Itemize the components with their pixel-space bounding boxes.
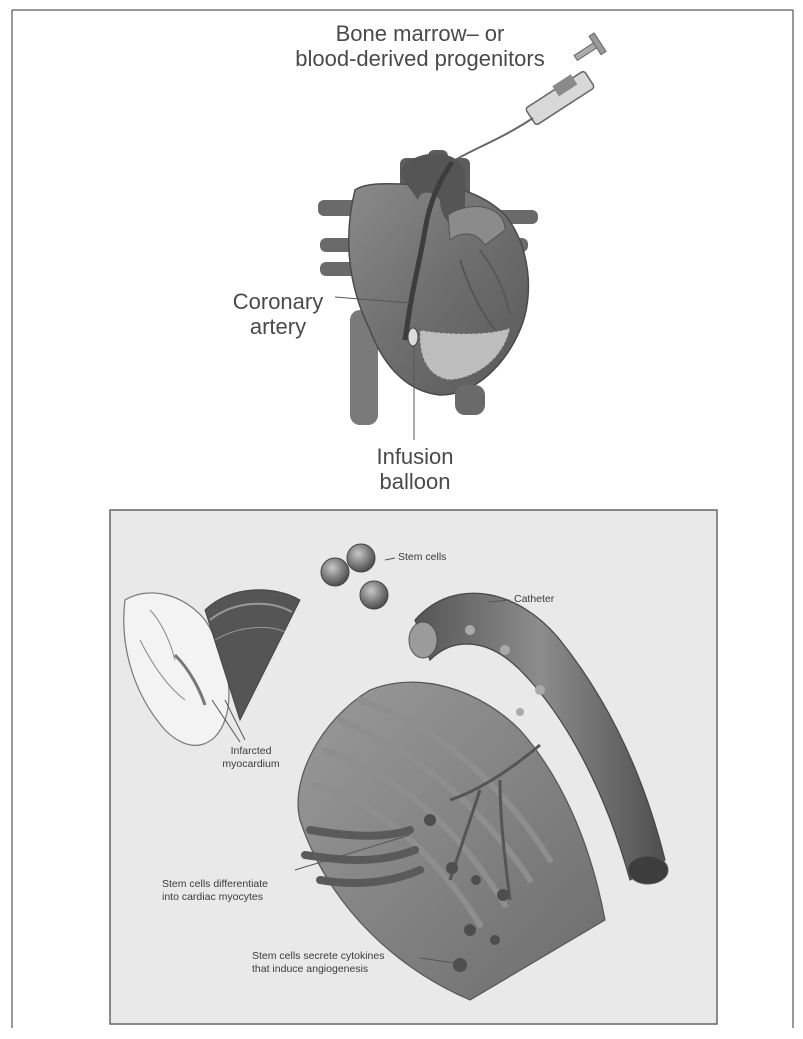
coronary-label-line1: Coronary (218, 290, 338, 315)
differentiate-label-line1: Stem cells differentiate (162, 878, 268, 891)
infusion-balloon-label: Infusion balloon (360, 445, 470, 494)
infarcted-label-line1: Infarcted (206, 745, 296, 758)
secrete-cytokines-label: Stem cells secrete cytokines that induce… (252, 950, 384, 976)
progenitors-label-line2: blood-derived progenitors (270, 47, 570, 72)
secrete-label-line2: that induce angiogenesis (252, 963, 384, 976)
catheter-label: Catheter (514, 593, 554, 606)
secrete-label-line1: Stem cells secrete cytokines (252, 950, 384, 963)
differentiate-label-line2: into cardiac myocytes (162, 891, 268, 904)
infarcted-myocardium-label: Infarcted myocardium (206, 745, 296, 771)
differentiate-label: Stem cells differentiate into cardiac my… (162, 878, 268, 904)
stem-cells-label: Stem cells (398, 551, 446, 564)
infarcted-label-line2: myocardium (206, 758, 296, 771)
coronary-label-line2: artery (218, 315, 338, 340)
balloon-label-line2: balloon (360, 470, 470, 495)
progenitors-label: Bone marrow– or blood-derived progenitor… (270, 22, 570, 71)
balloon-label-line1: Infusion (360, 445, 470, 470)
coronary-artery-label: Coronary artery (218, 290, 338, 339)
heart-illustration (318, 33, 606, 440)
progenitors-label-line1: Bone marrow– or (270, 22, 570, 47)
cellular-inset-panel (110, 510, 717, 1024)
